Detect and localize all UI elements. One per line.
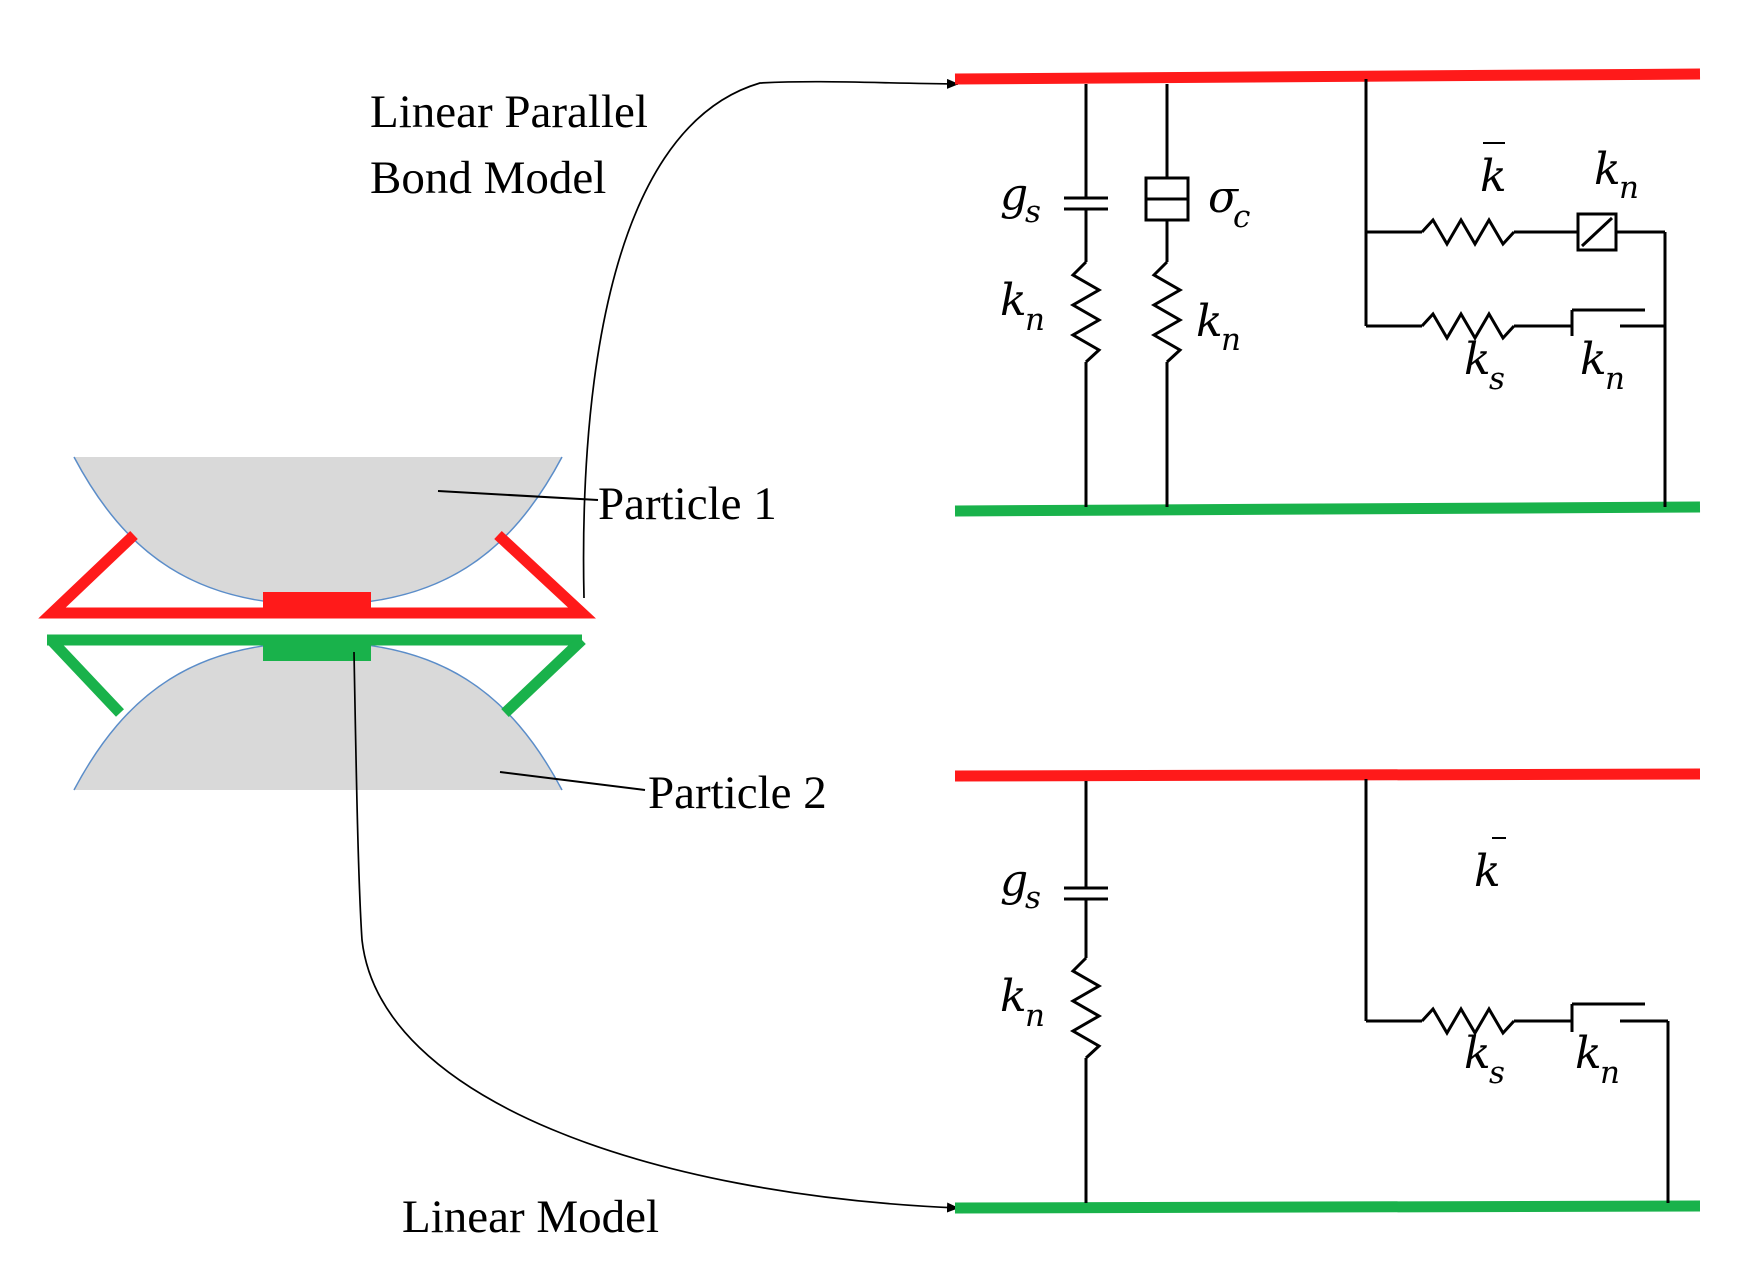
particle-1-leader [437, 490, 599, 501]
lm-shear-branch [1364, 779, 1670, 1203]
lpbm-title-line2: Bond Model [370, 152, 606, 204]
svg-text:s: s [1025, 194, 1041, 230]
svg-text:k: k [1196, 296, 1223, 347]
svg-text:k: k [1000, 275, 1027, 326]
particle-2-label: Particle 2 [648, 767, 827, 819]
lm-bottom-plate [954, 1200, 1701, 1214]
linear-model-schematic: g s k n k k s k n [954, 768, 1701, 1214]
lpbm-ks-label: k s [1464, 334, 1505, 397]
lpbm-gap-branch [1064, 84, 1108, 507]
svg-text:s: s [1489, 1055, 1505, 1091]
svg-text:k: k [1000, 971, 1027, 1022]
particle-1 [73, 456, 563, 606]
arrow-to-linear-model [353, 651, 959, 1213]
lm-gap-branch [1064, 781, 1108, 1203]
lpbm-title-line1: Linear Parallel [370, 86, 648, 138]
svg-text:c: c [1233, 199, 1250, 235]
svg-text:k: k [1480, 151, 1507, 202]
svg-text:g: g [1000, 855, 1028, 906]
particle-1-label: Particle 1 [598, 478, 777, 530]
svg-text:n: n [1025, 998, 1045, 1034]
svg-text:s: s [1489, 361, 1505, 397]
svg-text:n: n [1025, 302, 1045, 338]
svg-text:n: n [1605, 361, 1625, 397]
svg-text:k: k [1594, 144, 1621, 195]
particle-2 [73, 641, 563, 791]
svg-text:σ: σ [1208, 172, 1240, 223]
lm-kbar-label: k [1474, 837, 1506, 897]
lm-kn-label-1: k n [1000, 971, 1045, 1034]
lm-top-plate [954, 768, 1701, 782]
lm-gs-label: g s [1000, 855, 1041, 916]
svg-text:k: k [1464, 334, 1491, 385]
svg-text:s: s [1025, 880, 1041, 916]
lpbm-kn-label-3: k n [1594, 144, 1639, 206]
lpbm-kbar-label: k [1480, 142, 1507, 202]
lpbm-kn-label-2: k n [1196, 296, 1241, 358]
linear-model-title: Linear Model [402, 1191, 659, 1243]
lpbm-shear-branch [1364, 79, 1667, 507]
svg-text:k: k [1474, 846, 1501, 897]
lpbm-sigma-c-label: σ c [1208, 172, 1250, 235]
lm-ks-label: k s [1464, 1028, 1505, 1091]
svg-text:n: n [1600, 1055, 1620, 1091]
lpbm-top-plate [954, 68, 1701, 85]
lpbm-bottom-plate [954, 501, 1701, 517]
svg-text:k: k [1580, 334, 1607, 385]
lpbm-strength-branch [1144, 84, 1190, 507]
particle-2-leader [499, 771, 646, 791]
svg-text:n: n [1221, 322, 1241, 358]
svg-text:k: k [1575, 1028, 1602, 1079]
lm-kn-label-2: k n [1575, 1028, 1620, 1091]
lpbm-kn-label-4: k n [1580, 334, 1625, 397]
arrow-to-lpbm [582, 78, 959, 599]
lpbm-schematic: g s k n σ c k n [954, 68, 1701, 517]
svg-text:g: g [1000, 169, 1028, 220]
red-bond-frame [38, 530, 597, 619]
green-bond-frame [47, 634, 586, 717]
lpbm-kn-label-1: k n [1000, 275, 1045, 338]
lpbm-gs-label: g s [1000, 169, 1041, 230]
svg-text:n: n [1619, 170, 1639, 206]
svg-text:k: k [1464, 1028, 1491, 1079]
